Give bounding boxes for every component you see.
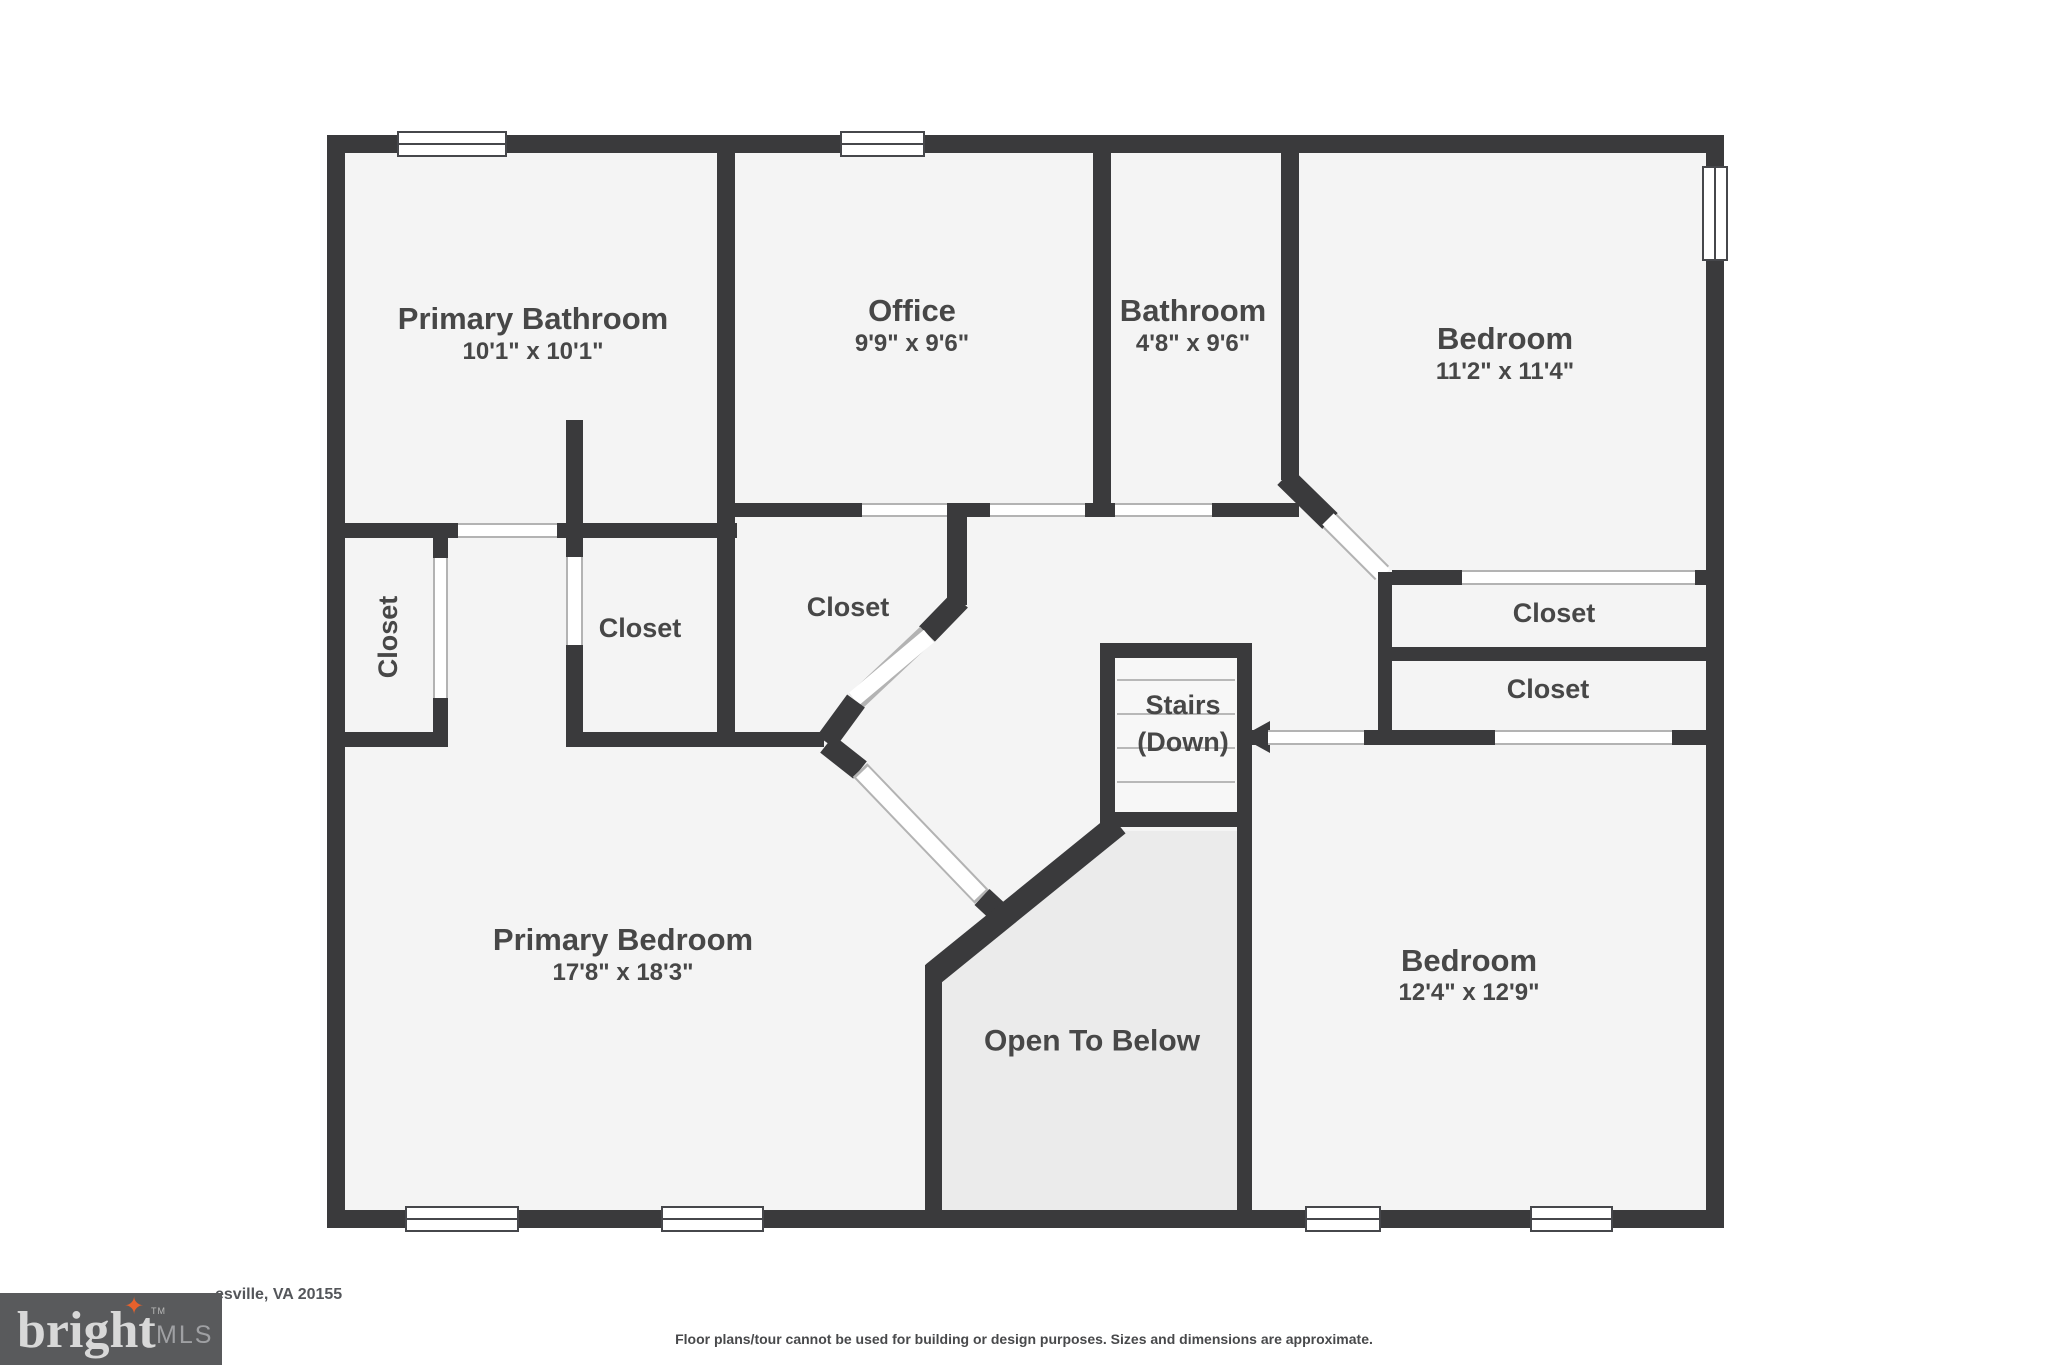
bright-mls-logo: bright ✦ TM MLS	[0, 1293, 222, 1365]
wall-closet2-left-top	[566, 538, 583, 557]
wall-bathroom-bottom	[1212, 503, 1299, 517]
stairs-label: Stairs	[1145, 690, 1221, 721]
window	[1702, 166, 1728, 261]
room-dims-primary-bedroom: 17'8" x 18'3"	[552, 958, 694, 986]
window	[840, 131, 925, 157]
door-closet-right-bottom	[1495, 730, 1672, 745]
stairs-down-label: (Down)	[1137, 727, 1229, 758]
wall-open-below-left	[925, 965, 942, 1210]
wall-outer-left	[327, 135, 345, 1228]
closet-label-2: Closet	[598, 613, 682, 644]
door-closet1	[433, 558, 448, 698]
window-sash	[407, 1218, 517, 1220]
wall-primarybath-bottom-a	[327, 523, 458, 538]
room-label-bathroom: Bathroom	[1119, 292, 1267, 328]
wall-outer-bottom	[327, 1210, 1724, 1228]
room-label-primary-bedroom: Primary Bedroom	[492, 921, 754, 957]
closet-label-middle: Closet	[806, 592, 890, 623]
wall-rightclosets-top-a	[1392, 570, 1462, 585]
door-bathroom	[1115, 503, 1212, 517]
window	[661, 1206, 764, 1232]
window-sash	[663, 1218, 762, 1220]
disclaimer-text: Floor plans/tour cannot be used for buil…	[675, 1331, 1373, 1347]
room-dims-bathroom: 4'8" x 9'6"	[1135, 329, 1251, 357]
window-sash	[1307, 1218, 1379, 1220]
open-to-below-label: Open To Below	[983, 1024, 1201, 1058]
window	[1305, 1206, 1381, 1232]
wall-hall-bedroom-c	[1672, 730, 1724, 745]
logo-star-icon: ✦	[124, 1293, 145, 1320]
room-dims-office: 9'9" x 9'6"	[854, 329, 970, 357]
wall-hall-bedroom-b	[1364, 730, 1495, 745]
wall-midcloset-right	[947, 517, 967, 605]
window-sash	[1714, 168, 1716, 259]
wall-rightclosets-top-b	[1695, 570, 1724, 585]
logo-wordmark: bright	[17, 1302, 156, 1359]
wall-closet2-bottom	[566, 732, 824, 747]
wall-stairs-bottom	[1100, 812, 1252, 827]
wall-stairs-right	[1237, 643, 1252, 1210]
window-sash	[842, 143, 923, 145]
window	[405, 1206, 519, 1232]
wall-stairs-top	[1100, 643, 1252, 658]
wall-bath-stub	[566, 420, 583, 523]
property-address: esville, VA 20155	[215, 1286, 343, 1303]
window	[397, 131, 507, 157]
room-dims-bedroom-lower: 12'4" x 12'9"	[1398, 978, 1540, 1006]
wall-primarybath-office-divider	[717, 135, 735, 747]
logo-mls-text: MLS	[156, 1321, 214, 1349]
wall-stairs-left	[1100, 643, 1115, 827]
wall-office-bottom-a	[717, 503, 862, 517]
wall-outer-top	[327, 135, 1724, 153]
closet-label-right-top: Closet	[1512, 598, 1596, 629]
window	[1530, 1206, 1613, 1232]
wall-primarybath-bottom-b	[557, 523, 737, 538]
closet-label-left: Closet	[373, 595, 404, 679]
wall-office-bathroom-divider	[1093, 135, 1111, 517]
window-sash	[1532, 1218, 1611, 1220]
room-label-office: Office	[868, 292, 956, 328]
door-closet-right-top	[1462, 570, 1695, 585]
room-label-primary-bathroom: Primary Bathroom	[397, 300, 669, 336]
wall-outer-right	[1706, 135, 1724, 1228]
wall-closet1-bottom	[327, 732, 448, 747]
closet-label-right-bottom: Closet	[1506, 674, 1590, 705]
wall-closet1-right-top	[433, 538, 448, 558]
wall-closet2-left-bottom	[566, 645, 583, 747]
stairs-floor	[1115, 658, 1237, 812]
wall-rightclosets-middle	[1378, 647, 1724, 661]
wall-office-bottom-c	[1085, 503, 1115, 517]
room-label-bedroom-lower: Bedroom	[1400, 942, 1538, 978]
wall-bathroom-bedroom-divider	[1281, 135, 1299, 480]
window-sash	[399, 143, 505, 145]
door-bedroom-lower	[1268, 730, 1364, 745]
wall-office-bottom-b	[947, 503, 990, 517]
door-office-entry	[990, 503, 1085, 517]
door-office-closet	[862, 503, 947, 517]
room-dims-bedroom-upper: 11'2" x 11'4"	[1435, 357, 1575, 385]
logo-trademark: TM	[151, 1306, 166, 1316]
wall-hall-bedroom-a	[1252, 730, 1268, 745]
room-dims-primary-bathroom: 10'1" x 10'1"	[462, 337, 604, 365]
door-closet2	[566, 557, 583, 645]
room-label-bedroom-upper: Bedroom	[1436, 320, 1574, 356]
door-primarybath	[458, 523, 557, 538]
